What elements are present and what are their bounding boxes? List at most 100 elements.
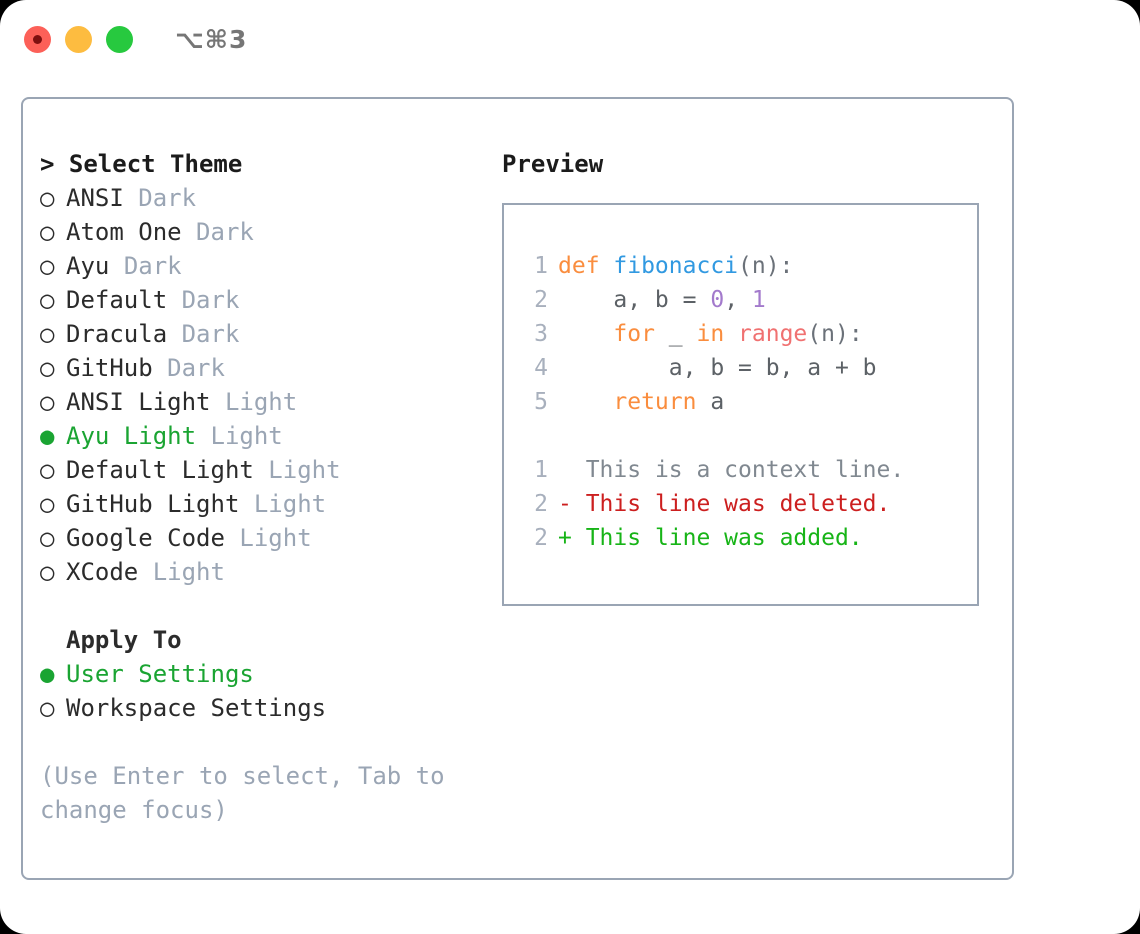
code-token: range — [738, 321, 808, 347]
theme-list-item[interactable]: ○Google Code Light — [40, 521, 500, 555]
theme-name-gap — [167, 286, 181, 314]
radio-unselected-icon: ○ — [40, 354, 55, 382]
radio-unselected-icon: ○ — [40, 456, 55, 484]
code-line: 4 a, b = b, a + b — [522, 351, 977, 385]
code-line: 3 for _ in range(n): — [522, 317, 977, 351]
close-dot-inner — [33, 34, 42, 44]
list-spacer — [40, 589, 500, 623]
theme-variant-tag: Dark — [167, 354, 225, 382]
theme-name-gap — [138, 558, 152, 586]
theme-name-gap — [239, 490, 253, 518]
radio-unselected-icon: ○ — [40, 320, 55, 348]
code-token: _ — [668, 321, 697, 347]
code-line-number: 5 — [534, 389, 548, 415]
preview-title: Preview — [502, 150, 604, 178]
theme-list-item[interactable]: ○ Ayu Dark — [40, 249, 500, 283]
code-line-number: 4 — [534, 355, 548, 381]
code-token: 1 — [751, 287, 766, 313]
code-token: return — [558, 389, 711, 415]
theme-variant-tag: Dark — [123, 252, 182, 280]
theme-name: GitHub Light — [66, 490, 240, 518]
theme-list-item[interactable]: ○Atom One Dark — [40, 215, 500, 249]
theme-name: Ayu Light — [66, 422, 197, 450]
code-line-number: 1 — [534, 253, 548, 279]
apply-to-heading-marker — [40, 623, 66, 657]
theme-list-item[interactable]: ○Default Dark — [40, 283, 500, 317]
theme-list-item[interactable]: ○ANSI Dark — [40, 181, 500, 215]
apply-to-list: ● User Settings ○ Workspace Settings — [40, 657, 500, 725]
theme-variant-tag: Light — [239, 524, 312, 552]
code-token: fibonacci — [613, 253, 739, 279]
apply-to-item[interactable]: ○ Workspace Settings — [40, 691, 500, 725]
code-token: a, b = — [558, 287, 711, 313]
close-dot-icon[interactable] — [24, 25, 51, 53]
diff-sample: 1 This is a context line.2- This line wa… — [522, 453, 977, 555]
diff-line: 1 This is a context line. — [522, 453, 977, 487]
code-token: def — [558, 253, 614, 279]
diff-line-number: 2 — [534, 491, 548, 517]
theme-list-item[interactable]: ● Ayu Light Light — [40, 419, 500, 453]
radio-unselected-icon: ○ — [40, 218, 55, 246]
theme-name: Google Code — [66, 524, 225, 552]
theme-name: Ayu — [66, 252, 110, 280]
theme-name-gap — [153, 354, 167, 382]
code-token: (n): — [738, 253, 794, 279]
theme-list-item[interactable]: ○ Default Light Light — [40, 453, 500, 487]
diff-marker: + — [558, 525, 586, 551]
theme-list-item[interactable]: ○ GitHub Dark — [40, 351, 500, 385]
theme-variant-tag: Light — [152, 558, 225, 586]
radio-selected-icon: ● — [40, 422, 55, 450]
radio-unselected-icon: ○ — [40, 694, 55, 722]
radio-unselected-icon: ○ — [40, 252, 55, 280]
diff-marker: - — [558, 491, 586, 517]
maximize-dot-icon[interactable] — [106, 25, 133, 53]
code-token: (n): — [807, 321, 863, 347]
theme-name-gap — [196, 422, 210, 450]
apply-to-item[interactable]: ● User Settings — [40, 657, 500, 691]
apply-to-label: User Settings — [66, 660, 254, 688]
code-diff-gap — [522, 419, 977, 453]
theme-name-gap — [254, 456, 268, 484]
theme-name: XCode — [66, 558, 139, 586]
code-token: , — [724, 287, 752, 313]
theme-name: ANSI — [66, 184, 124, 212]
theme-variant-tag: Light — [224, 388, 298, 416]
radio-unselected-icon: ○ — [40, 184, 55, 212]
theme-name: Default Light — [66, 456, 254, 484]
minimize-dot-icon[interactable] — [65, 25, 92, 53]
diff-line: 2 + This line was added. — [522, 521, 977, 555]
radio-selected-icon: ● — [40, 660, 55, 688]
theme-variant-tag: Dark — [181, 286, 240, 314]
main-panel: > Select Theme ○ANSI Dark○Atom One Dark○… — [21, 97, 1014, 880]
window-shortcut-title: ⌥⌘3 — [175, 24, 248, 54]
code-line-number: 3 — [534, 321, 548, 347]
code-token: in — [696, 321, 739, 347]
apply-to-heading-label: Apply To — [66, 626, 182, 654]
theme-variant-tag: Dark — [181, 320, 240, 348]
diff-text: This line was added. — [585, 525, 863, 551]
theme-name-gap — [182, 218, 196, 246]
diff-line-number: 2 — [534, 525, 548, 551]
theme-name: ANSI Light — [66, 388, 211, 416]
keyboard-hint-text: (Use Enter to select, Tab to change focu… — [40, 762, 460, 824]
radio-unselected-icon: ○ — [40, 388, 55, 416]
title-bar: ⌥⌘3 — [0, 0, 1140, 78]
theme-list-item[interactable]: ○GitHub Light Light — [40, 487, 500, 521]
theme-variant-tag: Light — [268, 456, 341, 484]
theme-list-item[interactable]: ○Dracula Dark — [40, 317, 500, 351]
theme-list-item[interactable]: ○ ANSI Light Light — [40, 385, 500, 419]
diff-text: This line was deleted. — [585, 491, 891, 517]
diff-line: 2- This line was deleted. — [522, 487, 977, 521]
theme-variant-tag: Light — [210, 422, 283, 450]
radio-unselected-icon: ○ — [40, 490, 55, 518]
code-line: 5 return a — [522, 385, 977, 419]
select-theme-heading: > Select Theme — [40, 150, 243, 178]
apply-to-label: Workspace Settings — [66, 694, 327, 722]
theme-name: GitHub — [66, 354, 153, 382]
theme-name-gap — [225, 524, 239, 552]
theme-list-item[interactable]: ○XCode Light — [40, 555, 500, 589]
theme-variant-tag: Dark — [196, 218, 254, 246]
